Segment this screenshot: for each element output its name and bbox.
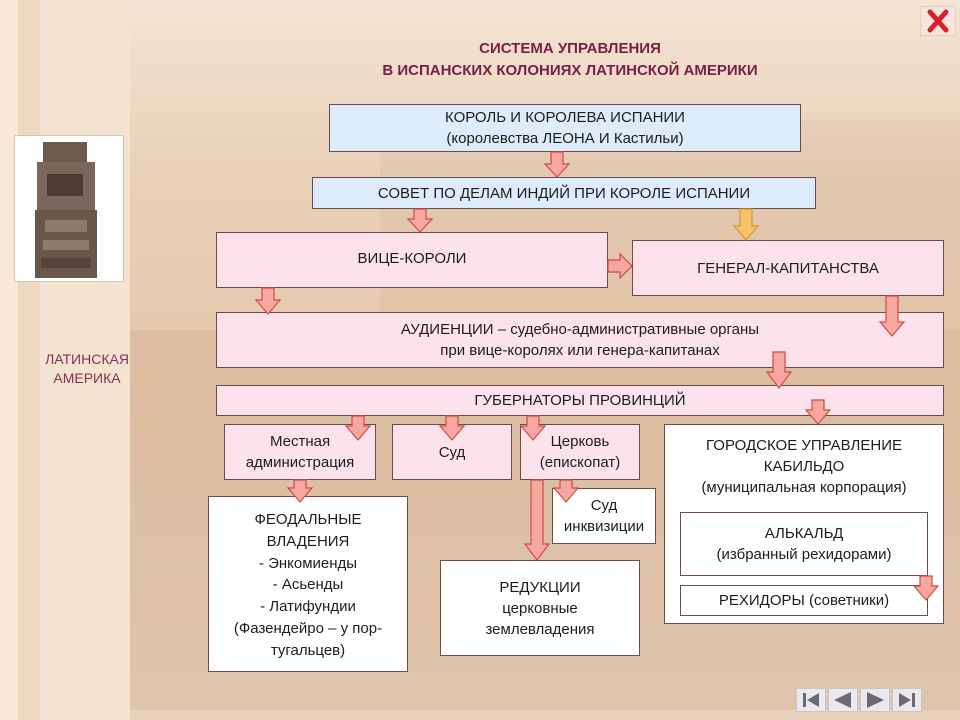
city-line3: (муниципальная корпорация) [701,479,907,496]
arrow-alcalde-regidors [912,575,940,601]
arrow-council-viceroys [406,208,434,233]
list-item: - Латифундии [260,598,356,615]
governors-label: ГУБЕРНАТОРЫ ПРОВИНЦИЙ [474,392,686,409]
arrow-council-captaincies [732,208,760,241]
arrow-governors-court [438,415,466,441]
first-slide-button[interactable] [796,688,826,712]
title-line1: СИСТЕМА УПРАВЛЕНИЯ [479,40,661,57]
council-box: СОВЕТ ПО ДЕЛАМ ИНДИЙ ПРИ КОРОЛЕ ИСПАНИИ [312,177,816,209]
close-icon [927,9,949,33]
arrow-governors-local [344,415,372,441]
church-box: Церковь (епископат) [520,424,640,480]
arrow-governors-city [804,399,832,425]
council-label: СОВЕТ ПО ДЕЛАМ ИНДИЙ ПРИ КОРОЛЕ ИСПАНИИ [377,184,751,202]
close-button[interactable] [920,6,956,36]
last-slide-icon [899,693,915,707]
captaincies-box: ГЕНЕРАЛ-КАПИТАНСТВА [632,240,944,296]
arrow-church-inquisition [552,479,580,503]
arrow-church-reductions [523,479,551,561]
local-admin-line2: администрация [245,454,355,471]
arrow-king-council [543,151,571,178]
church-line1: Церковь [550,433,610,450]
feudal-line2: ВЛАДЕНИЯ [266,532,350,550]
regidors-box: РЕХИДОРЫ (советники) [680,585,928,616]
reductions-line2: церковные [502,599,578,617]
next-slide-icon [867,692,884,708]
audiencias-box: АУДИЕНЦИИ – судебно-административные орг… [216,312,944,368]
inquisition-box: Суд инквизиции [552,488,656,544]
arrow-viceroys-captaincies [607,252,633,280]
regidors-label: РЕХИДОРЫ (советники) [718,592,890,609]
feudal-list: - Энкомиенды - Асьенды - Латифундии [259,553,357,618]
arrow-local-feudal [286,479,314,503]
next-slide-button[interactable] [860,688,890,712]
arrow-captaincies-audiencias [878,295,906,337]
prev-slide-icon [834,692,851,708]
viceroys-box: ВИЦЕ-КОРОЛИ [216,232,608,288]
feudal-note-line1: (Фазендейро – у пор- [233,619,383,637]
feudal-item-latifundia: Латифундии [269,598,356,615]
side-label: ЛАТИНСКАЯ АМЕРИКА [22,350,152,388]
city-line1: ГОРОДСКОЕ УПРАВЛЕНИЕ [706,437,902,454]
slide-navigation [796,688,922,714]
side-label-line1: ЛАТИНСКАЯ [45,351,129,367]
title-line2: В ИСПАНСКИХ КОЛОНИЯХ ЛАТИНСКОЙ АМЕРИКИ [382,61,758,79]
feudal-line1: ФЕОДАЛЬНЫЕ [254,511,362,528]
king-line1: КОРОЛЬ И КОРОЛЕВА ИСПАНИИ [445,109,685,126]
local-admin-line1: Местная [269,433,331,450]
feudal-note-line2: тугальцев) [270,641,346,659]
alcalde-line1: АЛЬКАЛЬД [764,525,844,542]
list-item: - Энкомиенды [258,554,358,572]
diagram-title: СИСТЕМА УПРАВЛЕНИЯ В ИСПАНСКИХ КОЛОНИЯХ … [300,38,840,82]
feudal-box: ФЕОДАЛЬНЫЕ ВЛАДЕНИЯ - Энкомиенды - Асьен… [208,496,408,672]
court-label: Суд [438,443,466,461]
list-item: - Асьенды [272,576,344,594]
first-slide-icon [803,693,819,707]
statue-image [14,135,124,282]
reductions-line1: РЕДУКЦИИ [499,578,581,596]
reductions-line3: землевладения [485,620,595,638]
viceroys-label: ВИЦЕ-КОРОЛИ [357,249,467,267]
feudal-item-encomiendas: Энкомиенды [268,554,358,572]
inquisition-line2: инквизиции [563,518,645,535]
prev-slide-button[interactable] [828,688,858,712]
king-box: КОРОЛЬ И КОРОЛЕВА ИСПАНИИ (королевства Л… [329,104,801,152]
audiencias-line2: при вице-королях или генера-капитанах [440,342,720,359]
king-line2: (королевства ЛЕОНА И Кастильи) [446,130,684,147]
alcalde-line2: (избранный рехидорами) [716,546,892,563]
arrow-governors-church [519,415,547,441]
audiencias-line1: АУДИЕНЦИИ – судебно-административные орг… [400,321,760,338]
city-line2: КАБИЛЬДО [763,458,845,475]
church-line2: (епископат) [539,454,621,471]
captaincies-label: ГЕНЕРАЛ-КАПИТАНСТВА [697,259,879,277]
arrow-viceroys-audiencias [254,287,282,315]
arrow-audiencias-governors [765,351,793,389]
inquisition-line1: Суд [590,497,618,514]
reductions-box: РЕДУКЦИИ церковные землевладения [440,560,640,656]
last-slide-button[interactable] [892,688,922,712]
side-label-line2: АМЕРИКА [53,369,121,386]
alcalde-box: АЛЬКАЛЬД (избранный рехидорами) [680,512,928,576]
feudal-item-haciendas: Асьенды [281,576,344,594]
